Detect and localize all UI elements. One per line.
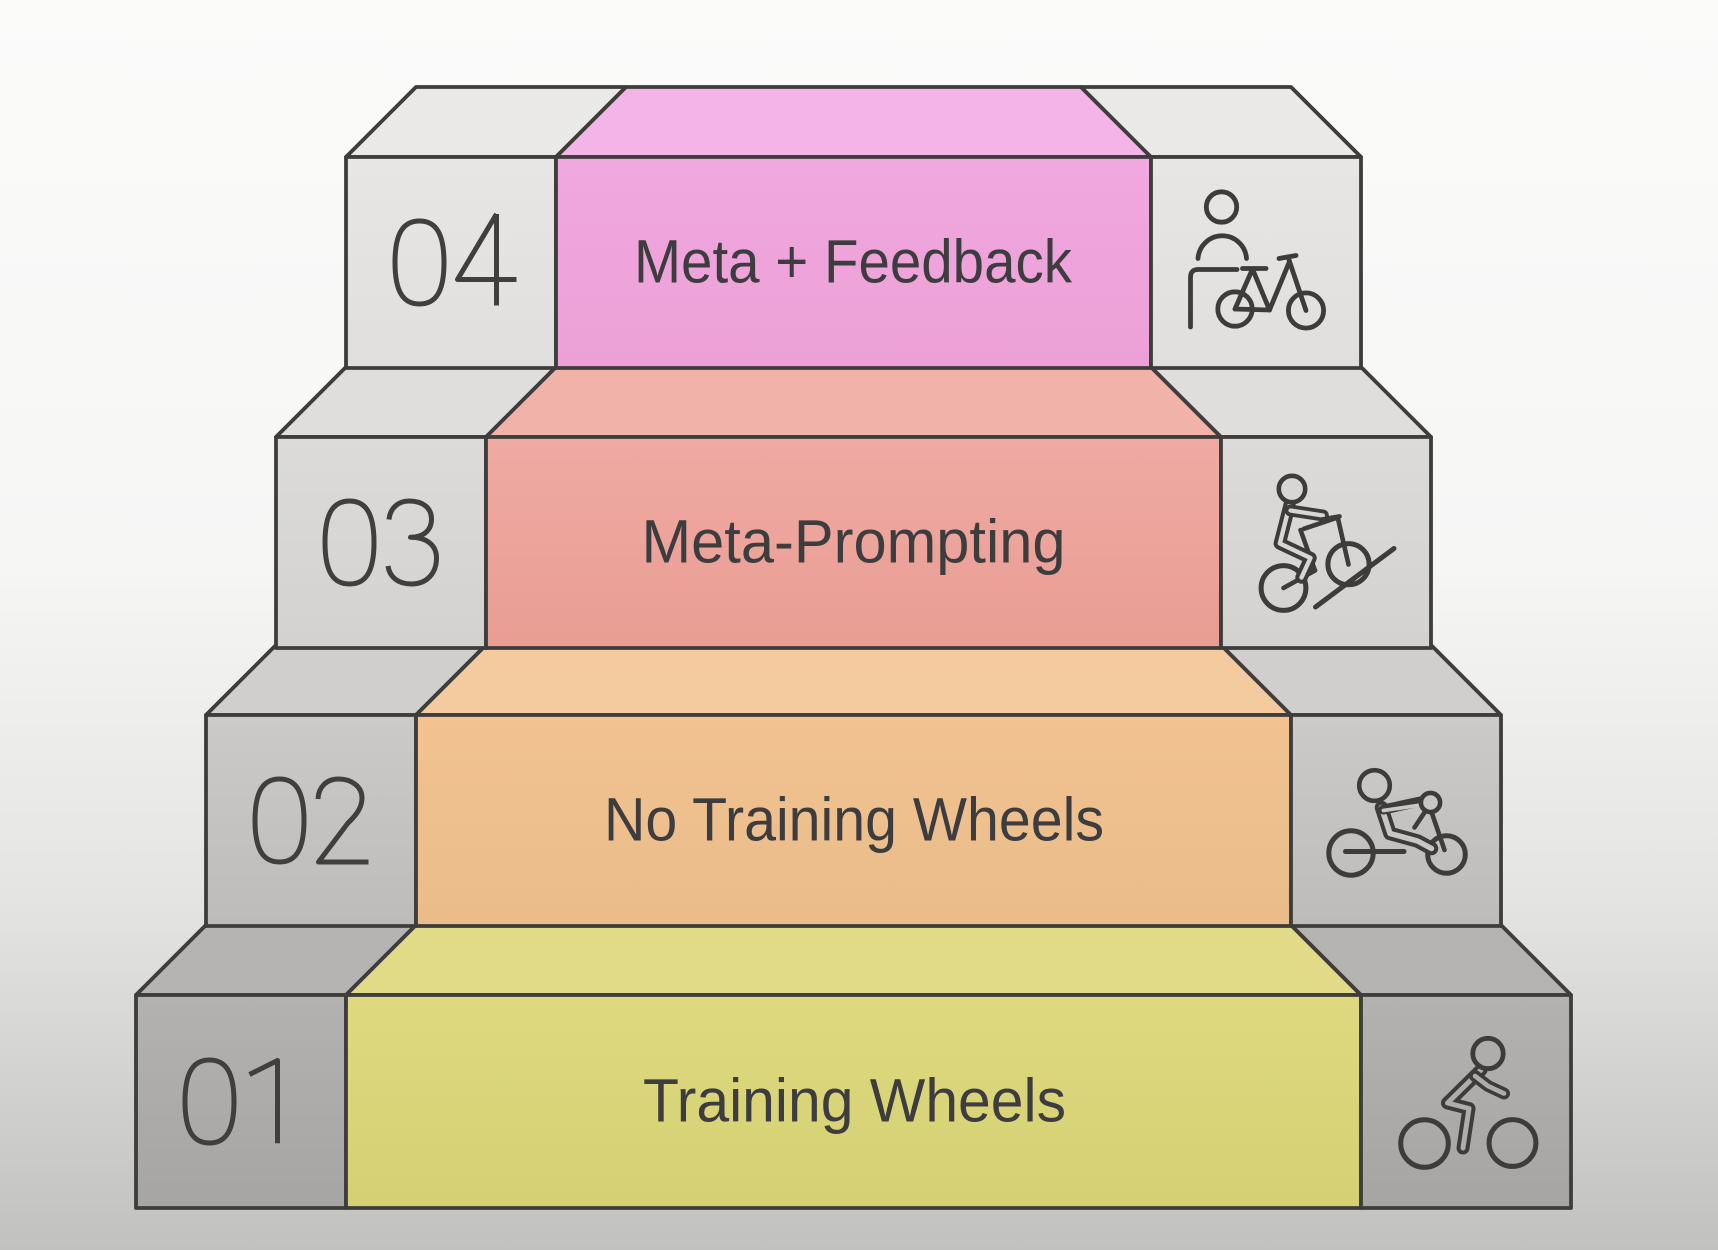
svg-text:Meta-Prompting: Meta-Prompting [642,508,1066,576]
svg-text:No Training Wheels: No Training Wheels [604,786,1104,854]
svg-text:Training Wheels: Training Wheels [643,1067,1066,1135]
svg-text:Meta + Feedback: Meta + Feedback [634,228,1072,296]
